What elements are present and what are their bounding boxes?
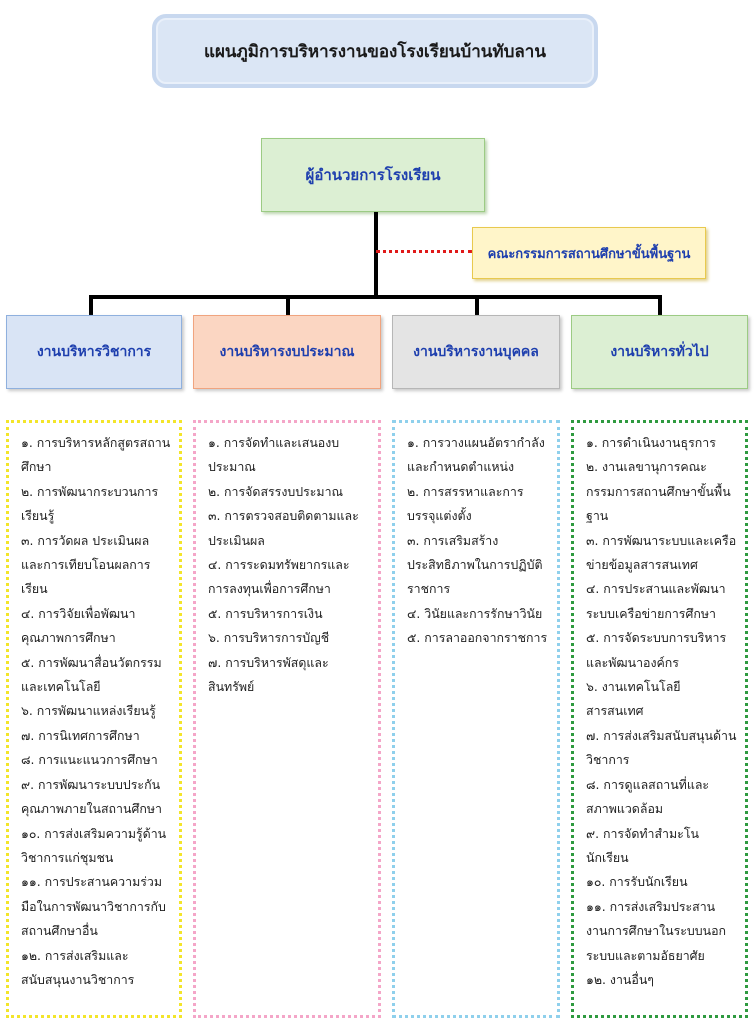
list-item: ๒. งานเลขานุการคณะกรรมการสถานศึกษาขั้นพื… [586,459,731,524]
list-item: ๓. การเสริมสร้างประสิทธิภาพในการปฏิบัติร… [407,532,543,597]
list-item: ๗. การนิเทศการศึกษา [21,727,140,743]
dept-budget-box: งานบริหารงบประมาณ [193,315,381,389]
list-item: ๒. การจัดสรรงบประมาณ [208,483,344,499]
list-item: ๖. การบริหารการบัญชี [208,630,330,646]
chart-title: แผนภูมิการบริหารงานของโรงเรียนบ้านทับลาน [204,41,546,62]
committee-dotted-link [376,250,472,253]
list-item: ๔. การวิจัยเพื่อพัฒนาคุณภาพการศึกษา [21,605,136,646]
list-item: ๙. การพัฒนาระบบประกันคุณภาพภายในสถานศึกษ… [21,776,162,817]
academic-task-list: ๑. การบริหารหลักสูตรสถานศึกษา ๒. การพัฒน… [6,420,182,1018]
dept-general-box: งานบริหารทั่วไป [571,315,748,389]
general-task-list: ๑. การดำเนินงานธุรการ ๒. งานเลขานุการคณะ… [571,420,748,1018]
list-item: ๙. การจัดทำสำมะโนนักเรียน [586,825,699,865]
chart-title-box: แผนภูมิการบริหารงานของโรงเรียนบ้านทับลาน [152,14,598,88]
dept-personnel-label: งานบริหารงานบุคคล [413,344,539,360]
list-item: ๔. วินัยและการรักษาวินัย [407,605,543,621]
list-item: ๓. การพัฒนาระบบและเครือข่ายข้อมูลสารสนเท… [586,532,737,573]
budget-task-list: ๑. การจัดทำและเสนองบประมาณ ๒. การจัดสรรง… [193,420,381,1018]
list-item: ๖. การพัฒนาแหล่งเรียนรู้ [21,703,156,719]
list-item: ๑๒. การส่งเสริมและสนับสนุนงานวิชาการ [21,947,135,987]
list-item: ๒. การพัฒนากระบวนการเรียนรู้ [21,483,159,524]
list-item: ๘. การแนะแนวการศึกษา [21,752,158,768]
branch-drop-3 [475,295,479,315]
list-item: ๖. งานเทคโนโลยีสารสนเทศ [586,679,681,719]
dept-general-label: งานบริหารทั่วไป [610,344,709,360]
list-item: ๕. การลาออกจากราชการ [407,630,548,646]
dept-academic-label: งานบริหารวิชาการ [36,344,152,360]
personnel-task-list: ๑. การวางแผนอัตรากำลังและกำหนดตำแหน่ง ๒.… [392,420,560,1018]
list-item: ๕. การจัดระบบการบริหารและพัฒนาองค์กร [586,630,727,670]
director-box: ผู้อำนวยการโรงเรียน [261,138,485,212]
list-item: ๓. การวัดผล ประเมินผลและการเทียบโอนผลการ… [21,532,151,597]
list-item: ๑๐. การรับนักเรียน [586,874,688,890]
list-item: ๕. การบริหารการเงิน [208,605,323,621]
list-item: ๗. การส่งเสริมสนับสนุนด้านวิชาการ [586,727,737,768]
list-item: ๑. การจัดทำและเสนองบประมาณ [208,435,340,475]
list-item: ๔. การประสานและพัฒนาระบบเครือข่ายการศึกษ… [586,581,726,621]
committee-box: คณะกรรมการสถานศึกษาขั้นพื้นฐาน [472,227,706,279]
list-item: ๑๒. งานอื่นๆ [586,971,654,987]
list-item: ๕. การพัฒนาสื่อนวัตกรรมและเทคโนโลยี [21,654,162,695]
branch-drop-4 [658,295,662,315]
list-item: ๗. การบริหารพัสดุและสินทรัพย์ [208,654,329,695]
dept-academic-box: งานบริหารวิชาการ [6,315,182,389]
list-item: ๑. การบริหารหลักสูตรสถานศึกษา [21,435,171,475]
dept-personnel-box: งานบริหารงานบุคคล [392,315,560,389]
dept-budget-label: งานบริหารงบประมาณ [219,344,355,360]
list-item: ๔. การระดมทรัพยากรและการลงทุนเพื่อการศึก… [208,557,350,597]
list-item: ๘. การดูแลสถานที่และสภาพแวดล้อม [586,776,710,817]
branch-drop-1 [89,295,93,315]
list-item: ๑๑. การประสานความร่วมมือในการพัฒนาวิชากา… [21,874,166,939]
list-item: ๑. การวางแผนอัตรากำลังและกำหนดตำแหน่ง [407,435,545,475]
director-vertical-line [374,212,378,298]
branch-drop-2 [286,295,290,315]
list-item: ๒. การสรรหาและการบรรจุแต่งตั้ง [407,483,524,524]
list-item: ๑๑. การส่งเสริมประสานงานการศึกษาในระบบนอ… [586,898,727,963]
list-item: ๑๐. การส่งเสริมความรู้ด้านวิชาการแก่ชุมช… [21,825,167,865]
horizontal-branch-line [89,295,659,299]
list-item: ๓. การตรวจสอบติดตามและประเมินผล [208,508,359,548]
director-label: ผู้อำนวยการโรงเรียน [305,166,441,184]
committee-label: คณะกรรมการสถานศึกษาขั้นพื้นฐาน [487,246,691,262]
list-item: ๑. การดำเนินงานธุรการ [586,435,716,450]
